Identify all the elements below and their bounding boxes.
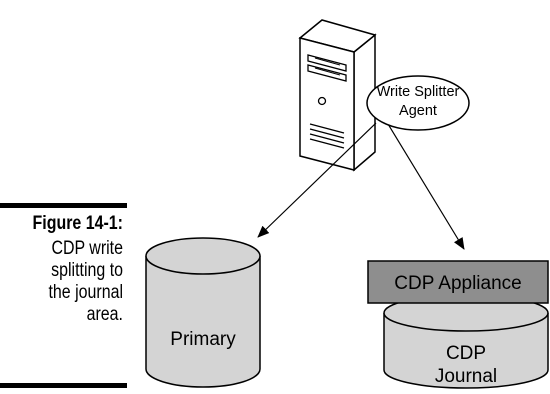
cdp-journal-cylinder: CDP Journal <box>383 294 549 389</box>
agent-label-line-1: Write Splitter <box>377 84 460 100</box>
server-tower-icon <box>298 19 377 172</box>
arrow-to-primary <box>257 122 377 238</box>
cdp-appliance-box: CDP Appliance <box>367 260 549 304</box>
appliance-label: CDP Appliance <box>394 273 521 294</box>
caption-line-3: the journal <box>48 282 124 303</box>
caption-line-4: area. <box>86 304 123 325</box>
caption-bottom-rule <box>0 383 127 388</box>
write-splitter-agent: Write Splitter Agent <box>366 75 470 131</box>
journal-label-line-2: Journal <box>435 366 497 387</box>
primary-label: Primary <box>170 329 236 350</box>
caption-top-rule <box>0 203 127 208</box>
caption-line-1: CDP write <box>51 238 123 259</box>
figure-label: Figure 14-1: <box>32 213 123 234</box>
arrow-to-appliance <box>387 123 465 250</box>
agent-label-line-2: Agent <box>399 103 437 119</box>
journal-label-line-1: CDP <box>446 343 486 364</box>
caption-line-2: splitting to <box>51 260 123 281</box>
primary-storage-cylinder: Primary <box>145 237 261 388</box>
